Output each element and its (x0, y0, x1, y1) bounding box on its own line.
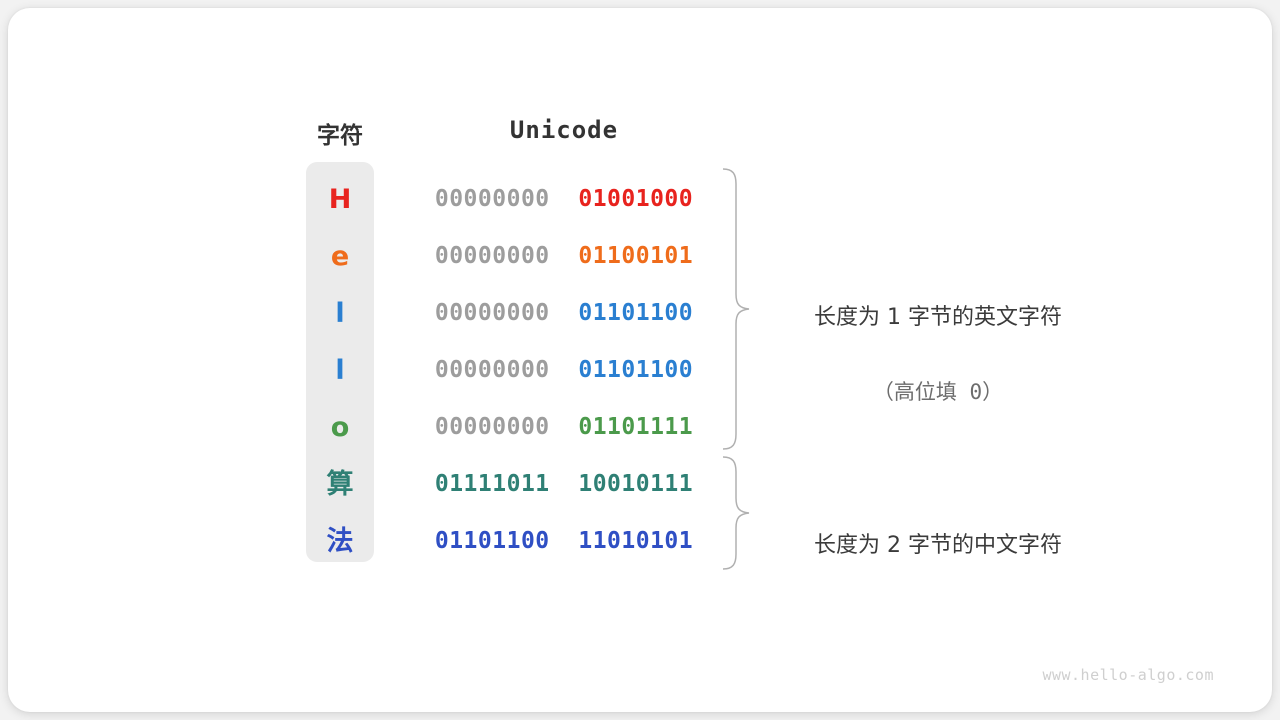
row-unicode-high-byte: 00000000 (434, 186, 550, 212)
row-unicode-low-byte: 01101100 (578, 300, 694, 326)
row-character: o (330, 412, 350, 443)
table-row: 算 01111011 10010111 (8, 456, 1272, 513)
unicode-encoding-figure: 字符 Unicode H 00000000 01001000 e 00000000 0… (8, 8, 1272, 712)
row-unicode-bits: 00000000 01101100 (432, 285, 696, 342)
row-unicode-bits: 01111011 10010111 (432, 456, 696, 513)
row-unicode-low-byte: 10010111 (578, 471, 694, 497)
row-unicode-low-byte: 01001000 (578, 186, 694, 212)
row-unicode-high-byte: 00000000 (434, 243, 550, 269)
annotation-chinese-line1: 长度为 2 字节的中文字符 (814, 533, 1062, 558)
row-character: l (335, 298, 345, 329)
row-character: l (335, 355, 345, 386)
table-row: H 00000000 01001000 (8, 171, 1272, 228)
row-unicode-bits: 00000000 01101111 (432, 399, 696, 456)
watermark-url: www.hello-algo.com (1042, 666, 1214, 684)
row-unicode-low-byte: 01101111 (578, 414, 694, 440)
table-row: 法 01101100 11010101 (8, 513, 1272, 570)
table-row: l 00000000 01101100 (8, 285, 1272, 342)
annotation-english-line1: 长度为 1 字节的英文字符 (814, 305, 1062, 330)
brace-chinese-characters (722, 456, 750, 570)
row-unicode-high-byte: 00000000 (434, 357, 550, 383)
brace-english-characters (722, 168, 750, 450)
figure-card: 字符 Unicode H 00000000 01001000 e 00000000 0… (8, 8, 1272, 712)
byte-separator (550, 300, 579, 326)
annotation-chinese-characters: 长度为 2 字节的中文字符 (768, 490, 1108, 602)
byte-separator (550, 357, 579, 383)
byte-separator (550, 243, 579, 269)
annotation-english-characters: 长度为 1 字节的英文字符 （高位填 0） (768, 262, 1108, 448)
row-unicode-bits: 01101100 11010101 (432, 513, 696, 570)
row-character: 法 (326, 526, 354, 557)
row-unicode-low-byte: 01101100 (578, 357, 694, 383)
row-unicode-high-byte: 00000000 (434, 414, 550, 440)
row-unicode-low-byte: 01100101 (578, 243, 694, 269)
row-character: e (330, 241, 350, 272)
byte-separator (550, 414, 579, 440)
row-character: H (328, 184, 352, 215)
character-column-panel (306, 162, 374, 562)
annotation-english-line2: （高位填 0） (872, 380, 1004, 404)
byte-separator (550, 186, 579, 212)
column-header-character: 字符 (317, 123, 363, 149)
row-unicode-bits: 00000000 01001000 (432, 171, 696, 228)
row-unicode-high-byte: 00000000 (434, 300, 550, 326)
table-row: l 00000000 01101100 (8, 342, 1272, 399)
row-unicode-high-byte: 01101100 (434, 528, 550, 554)
table-row: e 00000000 01100101 (8, 228, 1272, 285)
row-unicode-bits: 00000000 01101100 (432, 342, 696, 399)
column-header-unicode: Unicode (509, 116, 619, 144)
row-unicode-bits: 00000000 01100101 (432, 228, 696, 285)
byte-separator (550, 471, 579, 497)
table-row: o 00000000 01101111 (8, 399, 1272, 456)
row-unicode-high-byte: 01111011 (434, 471, 550, 497)
row-character: 算 (326, 469, 354, 500)
row-unicode-low-byte: 11010101 (578, 528, 694, 554)
byte-separator (550, 528, 579, 554)
